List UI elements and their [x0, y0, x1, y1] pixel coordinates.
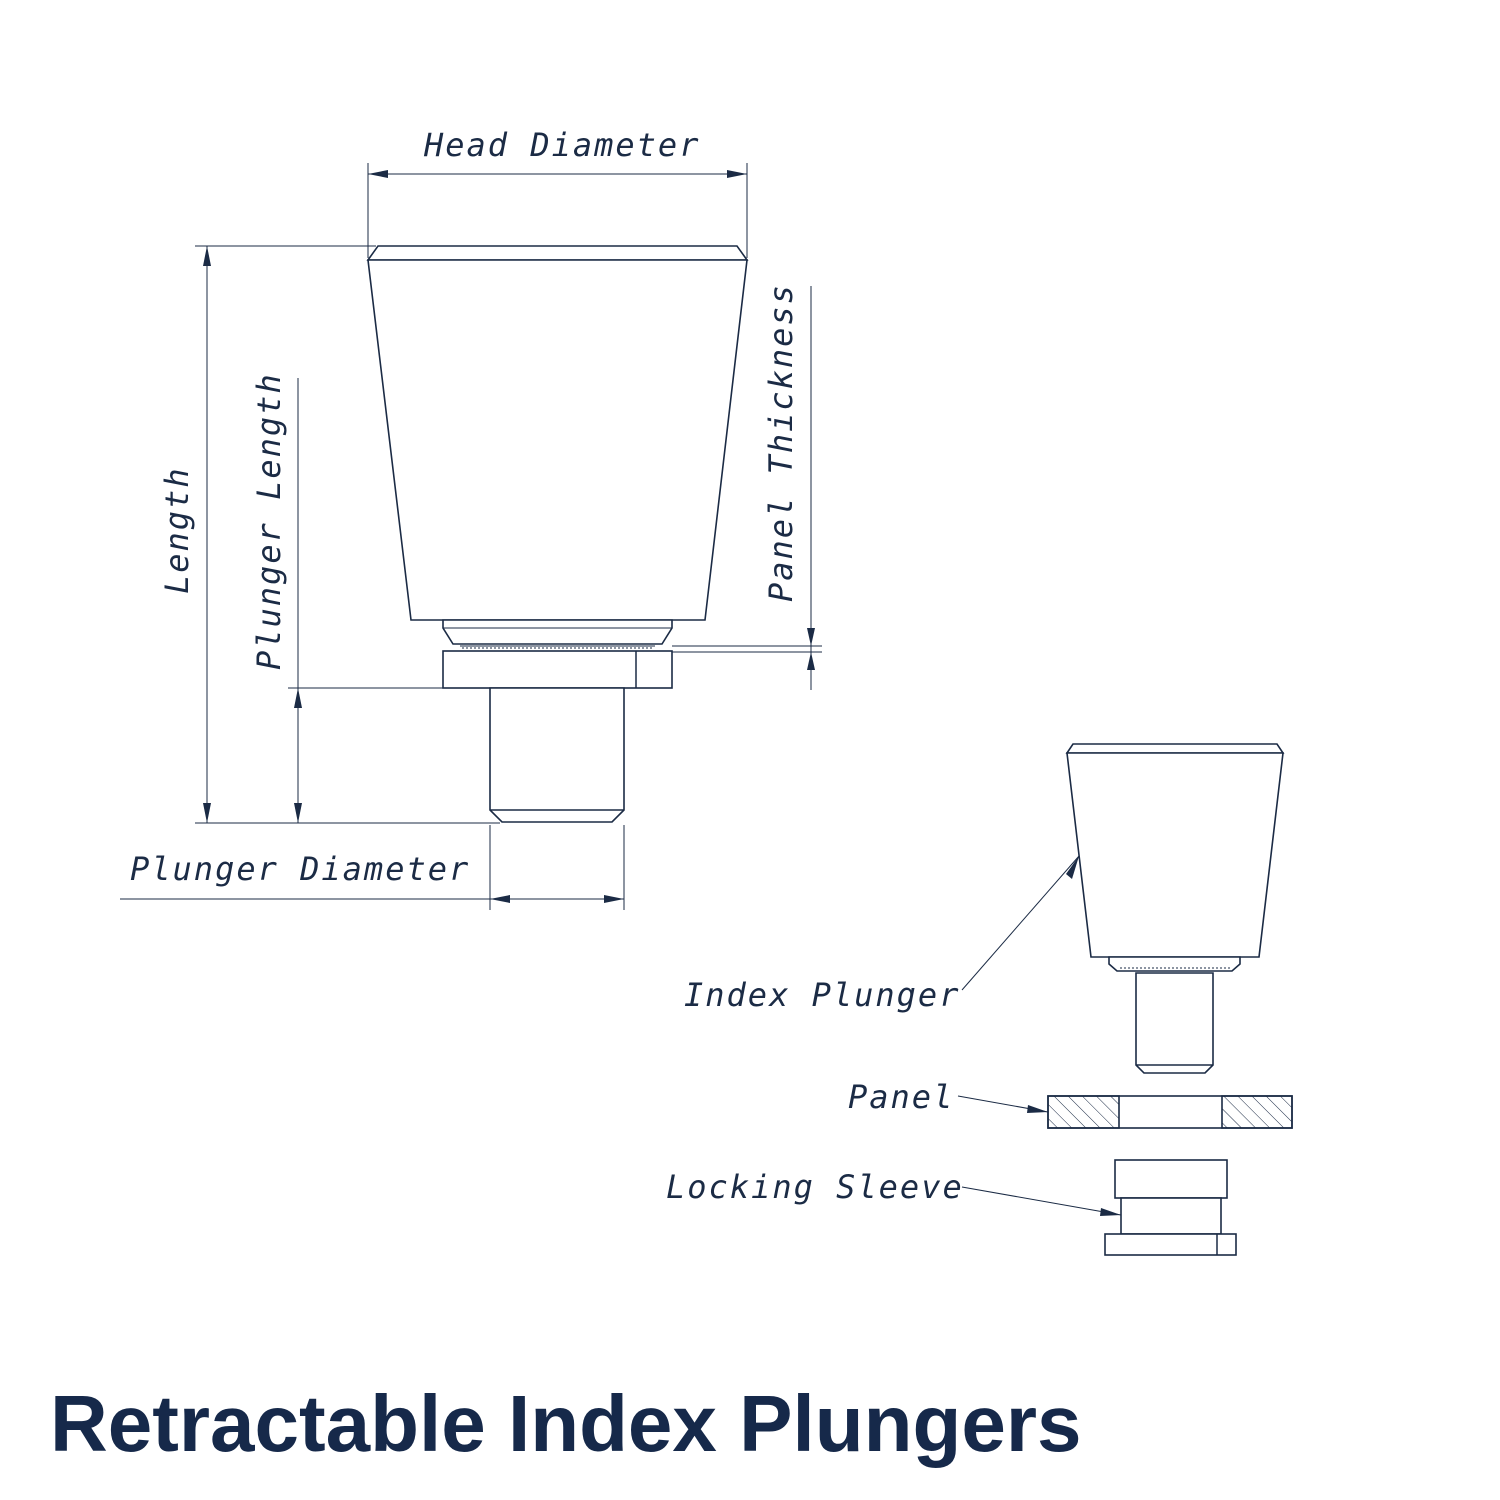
plunger-diameter-dimension: Plunger Diameter: [120, 825, 625, 910]
panel-thickness-label: Panel Thickness: [762, 283, 800, 602]
panel-callout: Panel: [848, 1078, 1049, 1116]
arrow-head: [1066, 856, 1079, 879]
plunger-diameter-label: Plunger Diameter: [130, 850, 470, 888]
page-title: Retractable Index Plungers: [50, 1379, 1082, 1468]
length-dimension: Length: [158, 245, 500, 824]
plunger-pin: [489, 687, 625, 823]
head-diameter-dimension: Head Diameter: [367, 126, 748, 258]
head-flange: [1108, 956, 1241, 972]
panel-thickness-dimension: Panel Thickness: [672, 283, 822, 690]
arrow-head: [203, 803, 211, 823]
arrow-head: [807, 652, 815, 670]
index-plunger-callout: Index Plunger: [684, 855, 1080, 1014]
arrow-head: [294, 803, 302, 823]
panel-hatch-right: [1221, 1095, 1293, 1129]
leader-line: [961, 1186, 1122, 1216]
arrow-head: [1100, 1208, 1121, 1216]
arrow-head: [490, 895, 510, 903]
sleeve-flange: [1104, 1233, 1237, 1256]
sleeve-body: [1120, 1197, 1222, 1235]
leader-line: [961, 855, 1080, 991]
arrow-head: [203, 246, 211, 266]
tapered-head: [367, 259, 748, 621]
head-top-chamfer: [1065, 743, 1285, 754]
arrow-head: [368, 170, 388, 178]
locking-sleeve-callout: Locking Sleeve: [666, 1168, 1122, 1216]
head-diameter-label: Head Diameter: [423, 126, 700, 164]
head-flange: [442, 619, 673, 645]
head-top-chamfer: [366, 245, 749, 261]
arrow-head: [604, 895, 624, 903]
plunger-length-dimension: Plunger Length: [250, 372, 445, 823]
main-plunger-view: [366, 245, 749, 823]
arrow-head: [807, 628, 815, 646]
exploded-panel: [1047, 1095, 1293, 1129]
arrow-head: [1027, 1105, 1048, 1113]
tapered-head: [1066, 752, 1284, 958]
plunger-pin: [1135, 972, 1214, 1074]
exploded-locking-sleeve: [1104, 1159, 1237, 1256]
index-plunger-label: Index Plunger: [684, 976, 960, 1014]
locking-sleeve-label: Locking Sleeve: [666, 1168, 964, 1206]
length-label: Length: [158, 466, 196, 594]
plunger-length-label: Plunger Length: [250, 372, 288, 670]
exploded-index-plunger: [1065, 743, 1285, 1074]
sleeve-top: [1114, 1159, 1228, 1199]
panel-hatch-left: [1047, 1095, 1120, 1129]
arrow-head: [294, 688, 302, 708]
panel-label: Panel: [848, 1078, 954, 1116]
arrow-head: [727, 170, 747, 178]
exploded-view: Index Plunger Panel Locking Sleeve: [666, 743, 1293, 1256]
sleeve-collar: [442, 650, 673, 689]
